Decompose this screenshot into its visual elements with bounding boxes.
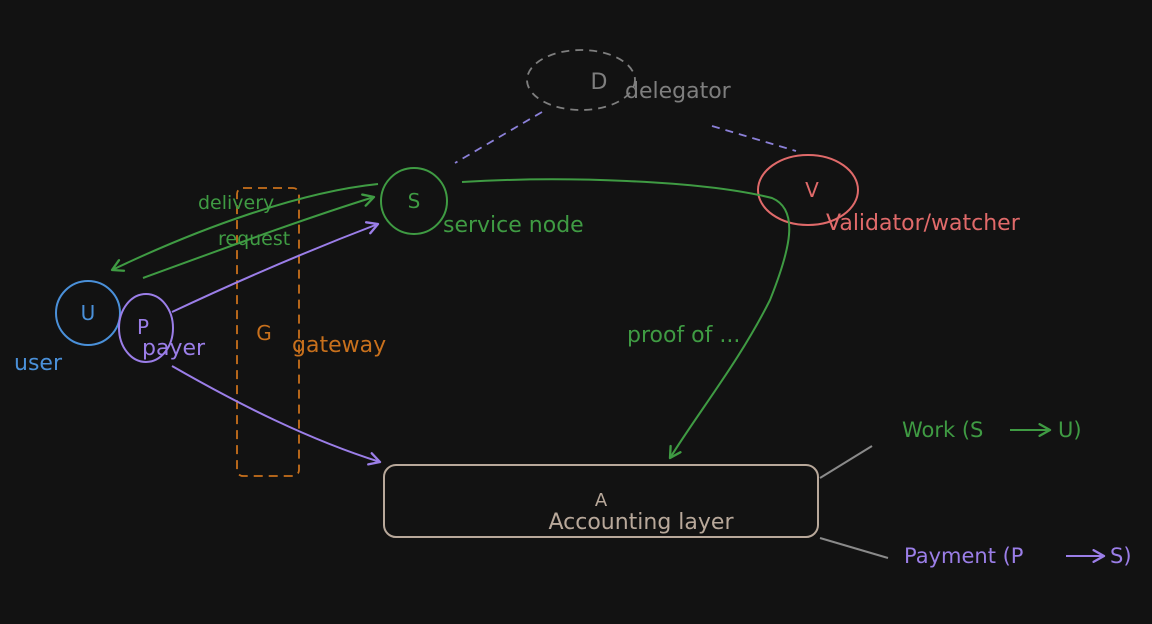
gateway-letter: G xyxy=(256,321,272,345)
proof-label: proof of ... xyxy=(627,323,740,348)
gateway-node: G gateway xyxy=(236,187,386,477)
validator-letter: V xyxy=(805,178,819,202)
service-node: S service node xyxy=(380,167,584,238)
gateway-label: gateway xyxy=(292,333,386,358)
accounting-node: A Accounting layer xyxy=(383,464,819,538)
legend-payment-text: Payment (P xyxy=(904,544,1023,568)
work-connector xyxy=(819,445,873,479)
delegator-ellipse xyxy=(526,49,636,111)
delegator-node: D delegator xyxy=(526,49,732,111)
legend-work-text: Work (S xyxy=(902,418,983,442)
user-label: user xyxy=(14,351,63,376)
service-circle xyxy=(380,167,448,235)
gateway-box xyxy=(236,187,300,477)
payer-letter: P xyxy=(137,315,149,339)
legend-payment: Payment (P S) xyxy=(904,544,1132,568)
legend-payment-end: S) xyxy=(1110,544,1132,568)
payment-connector xyxy=(819,537,889,559)
delegator-letter: D xyxy=(591,70,608,95)
delivery-arrow xyxy=(110,183,379,272)
delegator-validator-link xyxy=(711,125,797,152)
payer-label: payer xyxy=(142,336,206,361)
payer-accounting-arrow xyxy=(171,365,382,466)
request-arrow xyxy=(142,193,376,279)
accounting-box xyxy=(383,464,819,538)
service-letter: S xyxy=(408,189,421,213)
payer-service-arrow xyxy=(171,221,380,313)
request-label: request xyxy=(218,228,290,250)
user-circle xyxy=(55,280,121,346)
validator-label: Validator/watcher xyxy=(826,211,1021,236)
validator-ellipse xyxy=(757,154,859,226)
payer-node: P payer xyxy=(118,293,206,363)
validator-node: V Validator/watcher xyxy=(757,154,1021,236)
delegator-label: delegator xyxy=(625,79,732,104)
delivery-label: delivery xyxy=(198,192,274,214)
legend-work-end: U) xyxy=(1058,418,1082,442)
user-node: U user xyxy=(14,280,121,376)
legend-work: Work (S U) xyxy=(902,418,1082,442)
delegator-service-link xyxy=(454,111,543,164)
service-label: service node xyxy=(443,213,584,238)
service-validator-link xyxy=(461,178,791,460)
user-letter: U xyxy=(81,301,96,325)
accounting-letter: A xyxy=(595,490,608,511)
payer-ellipse xyxy=(118,293,174,363)
accounting-label: Accounting layer xyxy=(548,510,734,535)
